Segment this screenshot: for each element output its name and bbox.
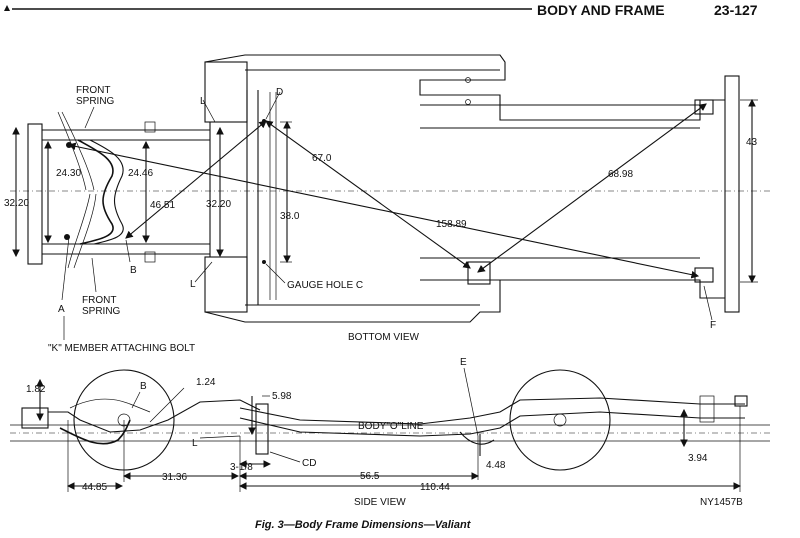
label-e: E: [460, 357, 467, 368]
label-l-side: L: [192, 438, 198, 449]
label-body-o-line: BODY"O"LINE: [358, 421, 424, 432]
floor-pan-front: [204, 256, 248, 313]
rear-bumper: [734, 395, 748, 407]
label-1-24: 1.24: [196, 377, 216, 388]
leader-cd: [269, 451, 301, 463]
label-158-89: 158.89: [436, 219, 467, 230]
label-67-0: 67.0: [312, 153, 332, 164]
label-front-spring-top-1: FRONT: [76, 85, 110, 96]
label-24-46: 24.46: [128, 168, 153, 179]
leader-front-spring-bottom: [91, 257, 97, 293]
label-a: A: [58, 304, 65, 315]
floor-pan-front: [204, 61, 248, 123]
dim-line-68-98: [477, 103, 707, 273]
figure-code: NY1457B: [700, 497, 743, 508]
front-crossmember: [27, 123, 43, 265]
rear-bumper-bracket: [699, 395, 715, 423]
label-4-48: 4.48: [486, 460, 506, 471]
rear-frame-bottom: [204, 279, 725, 323]
label-front-spring-top-2: SPRING: [76, 96, 115, 107]
page-number: 23-127: [714, 2, 758, 18]
label-46-51: 46.51: [150, 200, 175, 211]
label-l-top: L: [200, 96, 206, 107]
dim-line-67-0: [265, 120, 471, 269]
rear-wheel: [509, 369, 611, 471]
label-front-spring-bottom-1: FRONT: [82, 295, 116, 306]
rear-hub: [553, 413, 567, 427]
label-56-5: 56.5: [360, 471, 380, 482]
side-view: 1.82 1.24 5.98 B L BODY"O"LINE E 4.48 3.…: [10, 357, 770, 508]
label-68-98: 68.98: [608, 169, 633, 180]
bottom-view: 32.20 24.30 24.46 46.51 32.20 38.0 67.0 …: [4, 54, 770, 354]
label-32-20-front: 32.20: [4, 198, 29, 209]
label-3-1-8: 3-1/8: [230, 462, 253, 473]
leader-l-top: [202, 99, 216, 123]
k-member-side: [59, 419, 131, 445]
front-spring-bottom: [73, 193, 97, 269]
front-bumper: [21, 407, 49, 429]
label-110-44: 110.44: [420, 482, 450, 493]
label-k-member-bolt: "K" MEMBER ATTACHING BOLT: [48, 343, 195, 354]
label-38-0: 38.0: [280, 211, 300, 222]
label-l-bottom: L: [190, 279, 196, 290]
label-43: 43: [746, 137, 758, 148]
figure-caption: Fig. 3—Body Frame Dimensions—Valiant: [255, 519, 472, 531]
label-f: F: [710, 320, 716, 331]
leader-l-side: [199, 435, 241, 439]
header-triangle-icon: [4, 5, 10, 11]
leader-front-spring-top: [84, 106, 95, 129]
front-frame-profile: [48, 399, 261, 433]
gauge-hole: [465, 77, 471, 83]
leader-1-24: [149, 387, 185, 423]
leader-a: [61, 236, 70, 301]
label-44-85: 44.85: [82, 482, 107, 493]
label-d: D: [276, 87, 283, 98]
k-member-left: [77, 139, 114, 245]
side-view-title: SIDE VIEW: [354, 497, 406, 508]
leader-b-side: [131, 391, 141, 409]
dim-line-46-51: [125, 120, 267, 239]
gauge-hole-c: [262, 260, 266, 264]
floor-profile-bottom: [239, 411, 745, 437]
leader-d: [265, 91, 281, 120]
page-header: BODY AND FRAME 23-127: [4, 2, 758, 18]
label-5-98: 5.98: [272, 391, 292, 402]
label-3-94: 3.94: [688, 453, 708, 464]
label-cd: CD: [302, 458, 316, 469]
rear-crossmember: [724, 75, 740, 313]
label-front-spring-bottom-2: SPRING: [82, 306, 121, 317]
leader-b: [125, 239, 131, 263]
floor-profile-top: [239, 397, 745, 425]
label-b: B: [130, 265, 137, 276]
bottom-view-title: BOTTOM VIEW: [348, 332, 419, 343]
rear-spring-hanger: [694, 99, 714, 115]
leader-f: [703, 285, 713, 321]
leader-e: [463, 367, 479, 437]
label-1-82: 1.82: [26, 384, 46, 395]
section-title: BODY AND FRAME: [537, 2, 665, 18]
torsion-bar: [69, 398, 151, 413]
label-32-20-mid: 32.20: [206, 199, 231, 210]
label-b-side: B: [140, 381, 147, 392]
leader-gauge-hole-c: [265, 263, 286, 284]
leader-l-bottom: [194, 261, 213, 283]
rear-spring-eye: [459, 431, 495, 445]
label-gauge-hole-c: GAUGE HOLE C: [287, 280, 363, 291]
label-31-36: 31.36: [162, 472, 187, 483]
crossmember-side: [255, 403, 269, 455]
label-24-30: 24.30: [56, 168, 81, 179]
gauge-hole: [465, 99, 471, 105]
